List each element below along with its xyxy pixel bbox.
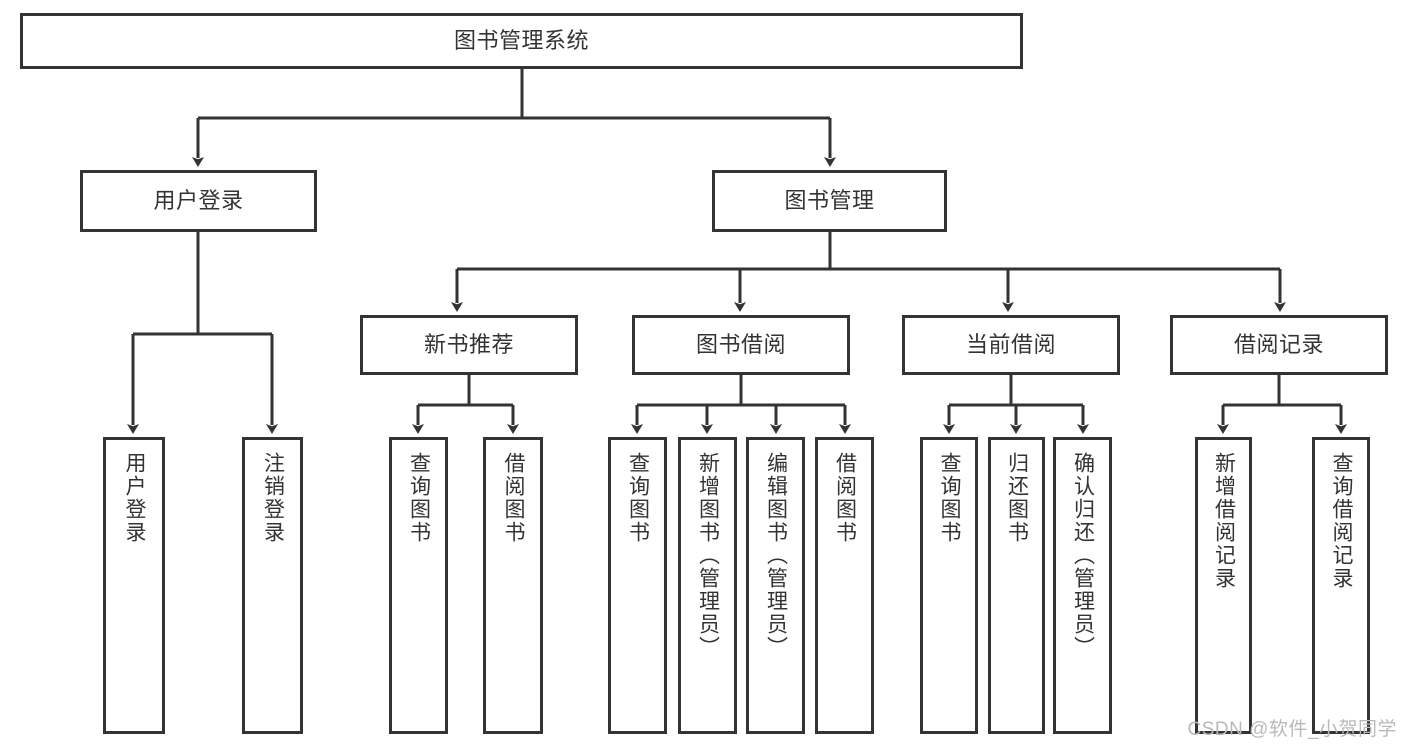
node-leaf-user-login[interactable]: 用户登录 <box>103 437 165 734</box>
node-leaf-borrow-book-2-label: 借阅图书 <box>833 452 857 544</box>
node-current-borrow-label: 当前借阅 <box>965 332 1056 358</box>
node-leaf-confirm-return-label: 确认归还（管理员） <box>1071 452 1095 659</box>
node-root-system-label: 图书管理系统 <box>453 28 589 54</box>
node-leaf-query-book-1[interactable]: 查询图书 <box>389 437 448 734</box>
node-user-login[interactable]: 用户登录 <box>80 170 317 232</box>
node-leaf-return-book[interactable]: 归还图书 <box>988 437 1045 734</box>
node-leaf-add-book[interactable]: 新增图书（管理员） <box>678 437 737 734</box>
node-book-management-label: 图书管理 <box>784 188 875 214</box>
node-book-borrow[interactable]: 图书借阅 <box>632 315 850 375</box>
node-leaf-edit-book[interactable]: 编辑图书（管理员） <box>746 437 805 734</box>
node-new-book-recommend-label: 新书推荐 <box>423 332 514 358</box>
node-leaf-confirm-return[interactable]: 确认归还（管理员） <box>1053 437 1112 734</box>
node-leaf-add-record-label: 新增借阅记录 <box>1212 452 1236 590</box>
node-leaf-edit-book-label: 编辑图书（管理员） <box>764 452 788 659</box>
node-leaf-borrow-book-1-label: 借阅图书 <box>502 452 526 544</box>
node-user-login-label: 用户登录 <box>153 188 244 214</box>
node-book-management[interactable]: 图书管理 <box>712 170 947 232</box>
node-leaf-add-record[interactable]: 新增借阅记录 <box>1195 437 1252 734</box>
node-leaf-query-book-1-label: 查询图书 <box>407 452 431 544</box>
node-leaf-user-logout[interactable]: 注销登录 <box>242 437 303 734</box>
node-leaf-query-record-label: 查询借阅记录 <box>1330 452 1354 590</box>
node-current-borrow[interactable]: 当前借阅 <box>902 315 1120 375</box>
node-leaf-borrow-book-2[interactable]: 借阅图书 <box>815 437 874 734</box>
node-leaf-query-book-2[interactable]: 查询图书 <box>608 437 667 734</box>
node-new-book-recommend[interactable]: 新书推荐 <box>360 315 578 375</box>
node-borrow-record[interactable]: 借阅记录 <box>1170 315 1388 375</box>
node-leaf-query-book-2-label: 查询图书 <box>626 452 650 544</box>
node-leaf-add-book-label: 新增图书（管理员） <box>696 452 720 659</box>
node-book-borrow-label: 图书借阅 <box>695 332 786 358</box>
node-leaf-user-logout-label: 注销登录 <box>261 452 285 544</box>
node-leaf-query-record[interactable]: 查询借阅记录 <box>1312 437 1370 734</box>
node-leaf-return-book-label: 归还图书 <box>1005 452 1029 544</box>
csdn-watermark: CSDN @软件_小贺同学 <box>1187 719 1397 740</box>
node-leaf-borrow-book-1[interactable]: 借阅图书 <box>483 437 543 734</box>
node-root-system[interactable]: 图书管理系统 <box>20 13 1023 69</box>
node-borrow-record-label: 借阅记录 <box>1233 332 1324 358</box>
node-leaf-query-book-3[interactable]: 查询图书 <box>920 437 978 734</box>
node-leaf-user-login-label: 用户登录 <box>123 452 147 544</box>
node-leaf-query-book-3-label: 查询图书 <box>938 452 962 544</box>
